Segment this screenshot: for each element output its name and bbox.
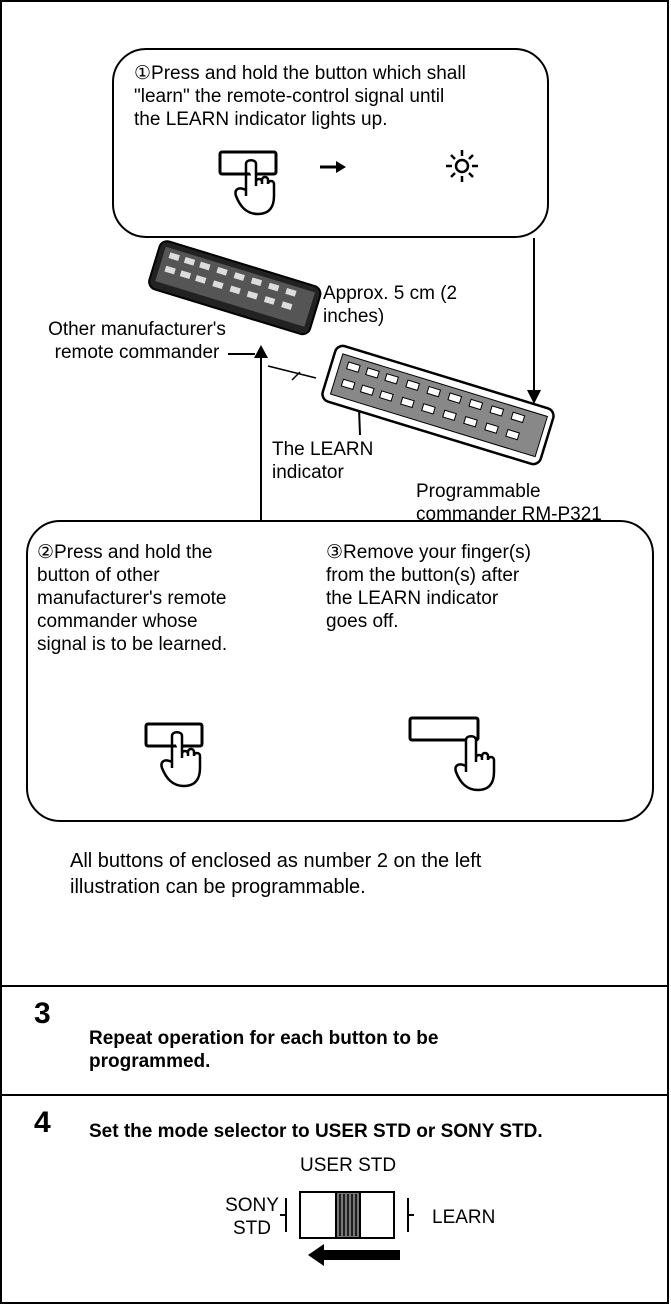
programmable-remote-icon [321,344,555,466]
light-indicator-icon [446,150,478,182]
switch-icon [280,1191,414,1266]
button-released-icon [408,716,496,792]
step1-text: ①Press and hold the button which shall "… [134,63,466,130]
selector-top-label: USER STD [300,1155,397,1176]
step3-text: ③Remove your finger(s) from the button(s… [326,542,531,632]
remote-control-icon [148,240,322,336]
section4-text: Set the mode selector to USER STD or SON… [89,1121,543,1142]
finger-press-icon-step2 [144,722,204,788]
finger-press-icon [218,150,278,216]
note-text: All buttons of enclosed as number 2 on t… [70,850,482,898]
label-distance: Approx. 5 cm (2 inches) [323,283,458,327]
label-other-commander: Other manufacturer's remote commander [48,319,226,363]
right-arrow-icon [320,161,346,173]
divider-4 [0,1094,669,1096]
label-learn-indicator: The LEARN indicator [272,439,374,483]
selector-left-label: SONY STD [225,1195,279,1239]
step2-text: ②Press and hold the button of other manu… [37,542,228,655]
section3-number: 3 [34,997,51,1030]
label-programmable: Programmable commander RM-P321 [416,481,602,525]
selector-right-label: LEARN [432,1207,496,1228]
step2-step3-box [26,520,654,822]
section3-text: Repeat operation for each button to be p… [89,1028,439,1072]
section4-number: 4 [34,1106,51,1139]
divider-3 [0,985,669,987]
step1-box [112,48,549,238]
